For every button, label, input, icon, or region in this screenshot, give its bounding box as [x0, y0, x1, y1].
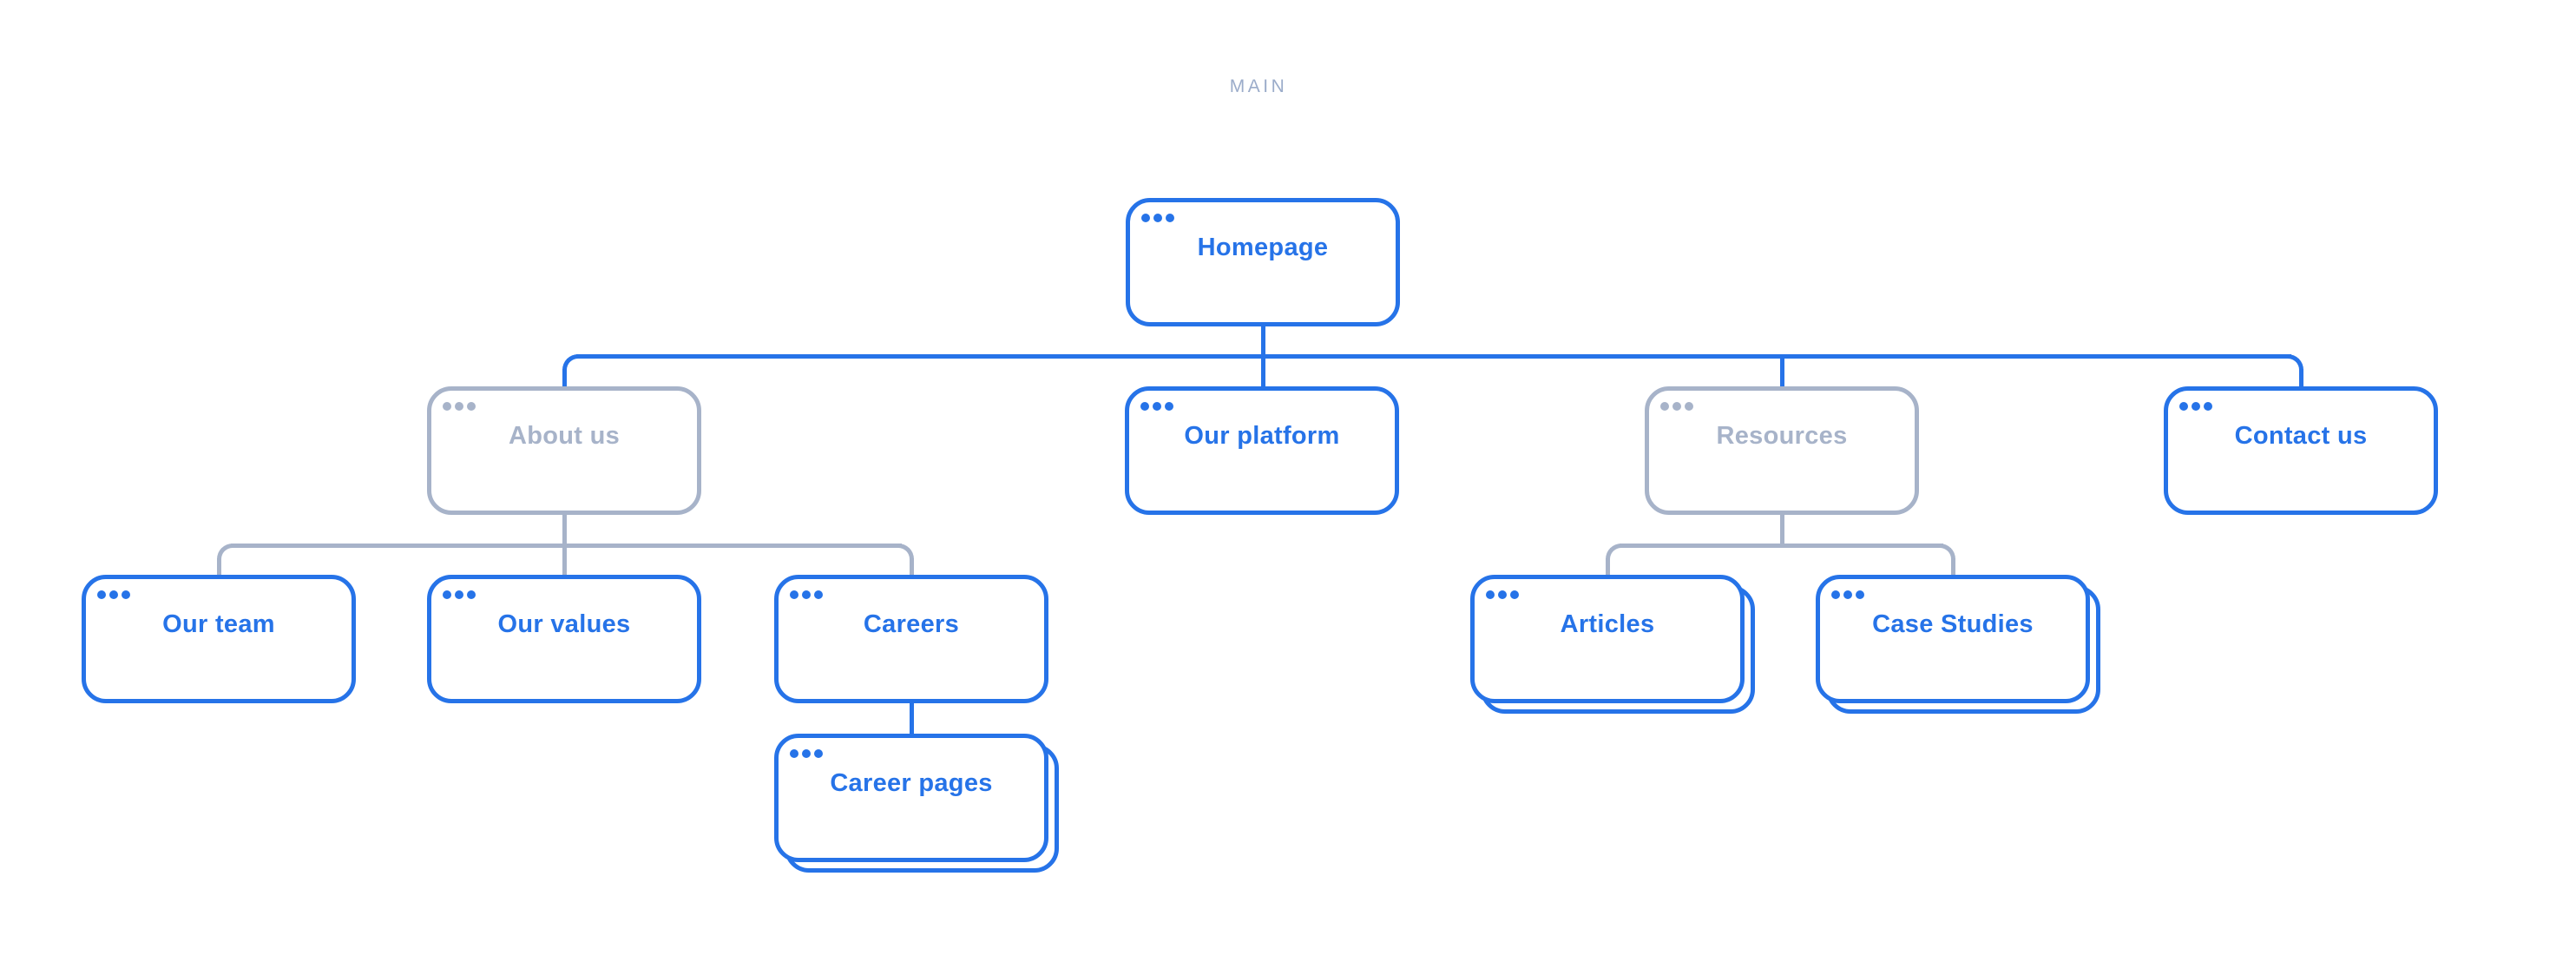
connector-segment	[1779, 513, 1784, 547]
node-label: Homepage	[1197, 234, 1329, 261]
connector-segment	[909, 558, 914, 577]
page-dots-icon	[1486, 590, 1519, 599]
node-resources[interactable]: Resources	[1645, 386, 1919, 515]
connector-segment	[575, 353, 2291, 359]
connector-segment	[1605, 543, 1621, 559]
node-label: Our values	[497, 610, 631, 638]
node-label: Career pages	[830, 769, 993, 797]
connector-segment	[2287, 353, 2303, 370]
node-our-platform[interactable]: Our platform	[1125, 386, 1399, 515]
node-career-pages[interactable]: Career pages	[774, 734, 1048, 862]
page-dots-icon	[790, 749, 823, 758]
node-our-values[interactable]: Our values	[427, 575, 701, 703]
page-dots-icon	[97, 590, 130, 599]
connector-segment	[1605, 558, 1610, 577]
connector-segment	[1779, 356, 1784, 388]
connector-segment	[909, 702, 914, 735]
page-dots-icon	[1831, 590, 1864, 599]
connector-segment	[562, 369, 567, 388]
page-dots-icon	[2179, 402, 2212, 411]
page-dots-icon	[443, 590, 476, 599]
node-articles[interactable]: Articles	[1470, 575, 1745, 703]
node-about-us[interactable]: About us	[427, 386, 701, 515]
node-our-team[interactable]: Our team	[82, 575, 356, 703]
page-dots-icon	[790, 590, 823, 599]
connector-segment	[1939, 543, 1955, 559]
page-dots-icon	[1140, 402, 1173, 411]
connector-segment	[216, 558, 221, 577]
node-label: Our platform	[1184, 422, 1340, 450]
node-label: Case Studies	[1872, 610, 2034, 638]
node-label: About us	[508, 422, 621, 450]
node-label: Careers	[863, 610, 960, 638]
page-dots-icon	[1660, 402, 1693, 411]
node-contact-us[interactable]: Contact us	[2164, 386, 2438, 515]
connector-segment	[216, 543, 233, 559]
node-label: Contact us	[2234, 422, 2368, 450]
connector-segment	[1619, 543, 1943, 548]
section-label: MAIN	[1229, 76, 1288, 96]
node-label: Resources	[1716, 422, 1848, 450]
connector-segment	[562, 353, 578, 370]
connector-segment	[897, 543, 914, 559]
connector-segment	[1950, 558, 1955, 577]
connector-segment	[230, 543, 902, 548]
node-case-studies[interactable]: Case Studies	[1816, 575, 2090, 703]
connector-segment	[2298, 369, 2303, 388]
node-label: Our team	[162, 610, 275, 638]
page-dots-icon	[1141, 214, 1174, 222]
node-label: Articles	[1560, 610, 1655, 638]
node-careers[interactable]: Careers	[774, 575, 1048, 703]
node-homepage[interactable]: Homepage	[1126, 198, 1400, 326]
page-dots-icon	[443, 402, 476, 411]
